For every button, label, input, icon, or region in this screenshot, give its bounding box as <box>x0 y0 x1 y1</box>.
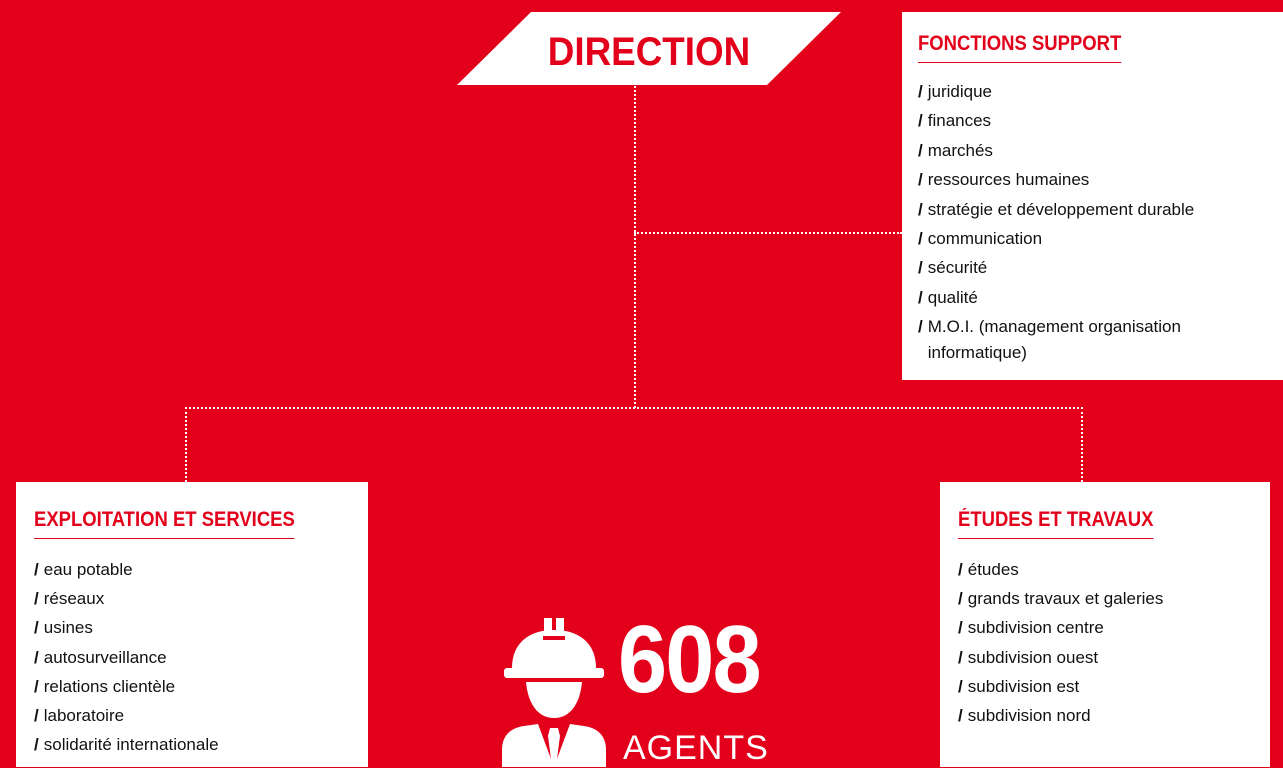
list-item: /relations clientèle <box>34 672 368 701</box>
slash-bullet: / <box>34 618 39 638</box>
slash-bullet: / <box>34 589 39 609</box>
slash-bullet: / <box>918 170 923 190</box>
list-item: /communication <box>918 224 1283 253</box>
fonctions-support-title: FONCTIONS SUPPORT <box>918 32 1122 63</box>
slash-bullet: / <box>958 589 963 609</box>
slash-bullet: / <box>918 258 923 278</box>
direction-banner-shape <box>457 12 841 85</box>
slash-bullet: / <box>958 676 963 696</box>
exploitation-list: /eau potable /réseaux /usines /autosurve… <box>34 555 368 759</box>
slash-bullet: / <box>918 82 923 101</box>
worker-helmet-icon <box>502 618 606 767</box>
slash-bullet: / <box>918 199 923 219</box>
list-item: /juridique <box>918 77 1283 106</box>
agents-counter: 608 AGENTS <box>498 610 818 767</box>
list-item: /marchés <box>918 136 1283 165</box>
slash-bullet: / <box>34 735 39 755</box>
list-item: /ressources humaines <box>918 165 1283 194</box>
list-item: /subdivision centre <box>958 613 1270 642</box>
list-item: /subdivision nord <box>958 701 1270 730</box>
slash-bullet: / <box>958 706 963 726</box>
list-item: /M.O.I. (management organisation informa… <box>918 312 1283 366</box>
list-item: /qualité <box>918 283 1283 312</box>
agents-label: AGENTS <box>623 729 769 767</box>
slash-bullet: / <box>918 317 923 337</box>
direction-node: DIRECTION <box>457 12 841 85</box>
list-item: /grands travaux et galeries <box>958 584 1270 613</box>
list-item: /autosurveillance <box>34 643 368 672</box>
slash-bullet: / <box>918 229 923 249</box>
slash-bullet: / <box>34 676 39 696</box>
list-item: /études <box>958 555 1270 584</box>
fonctions-support-list: /juridique /finances /marchés /ressource… <box>918 77 1283 366</box>
list-item: /finances <box>918 106 1283 135</box>
slash-bullet: / <box>34 706 39 726</box>
list-item: /eau potable <box>34 555 368 584</box>
connector-direction-trunk <box>634 86 636 408</box>
list-item: /solidarité internationale <box>34 730 368 759</box>
exploitation-title: EXPLOITATION ET SERVICES <box>34 508 295 539</box>
list-item: /subdivision est <box>958 672 1270 701</box>
connector-to-exploitation <box>185 407 187 482</box>
slash-bullet: / <box>958 560 963 579</box>
list-item: /usines <box>34 613 368 642</box>
connector-to-support <box>634 232 902 234</box>
list-item: /sécurité <box>918 253 1283 282</box>
slash-bullet: / <box>34 560 39 579</box>
list-item: /subdivision ouest <box>958 643 1270 672</box>
slash-bullet: / <box>918 287 923 307</box>
list-item: /réseaux <box>34 584 368 613</box>
slash-bullet: / <box>918 111 923 131</box>
connector-bottom-branch <box>185 407 1083 409</box>
fonctions-support-box: FONCTIONS SUPPORT /juridique /finances /… <box>902 12 1283 380</box>
list-item: /laboratoire <box>34 701 368 730</box>
etudes-title: ÉTUDES ET TRAVAUX <box>958 508 1154 539</box>
slash-bullet: / <box>958 618 963 638</box>
list-item: /stratégie et développement durable <box>918 195 1283 224</box>
direction-title: DIRECTION <box>547 29 751 74</box>
etudes-box: ÉTUDES ET TRAVAUX /études /grands travau… <box>940 482 1270 767</box>
slash-bullet: / <box>34 647 39 667</box>
exploitation-box: EXPLOITATION ET SERVICES /eau potable /r… <box>16 482 368 767</box>
etudes-list: /études /grands travaux et galeries /sub… <box>958 555 1270 730</box>
agents-count: 608 <box>618 606 762 713</box>
connector-to-etudes <box>1081 407 1083 482</box>
slash-bullet: / <box>958 647 963 667</box>
slash-bullet: / <box>918 140 923 160</box>
